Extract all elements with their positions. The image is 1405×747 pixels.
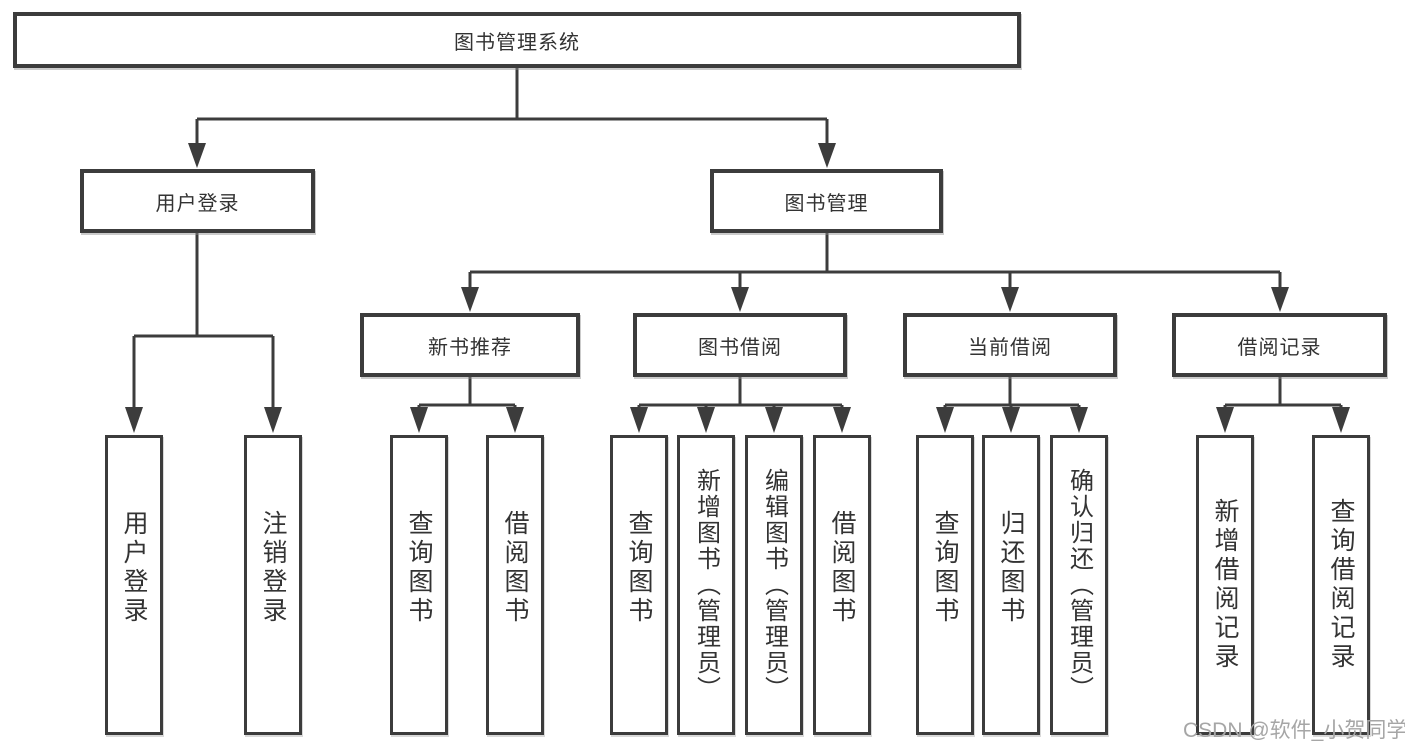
leaf-add-books-admin: 新增图书（管理员） [677, 435, 735, 735]
leaf-label: 查询图书 [625, 510, 653, 626]
node-book-borrowing: 图书借阅 [633, 313, 847, 377]
leaf-borrow-books-borrow: 借阅图书 [813, 435, 871, 735]
leaf-return-books: 归还图书 [982, 435, 1040, 735]
leaf-label: 借阅图书 [501, 510, 529, 626]
csdn-watermark: CSDN @软件_小贺同学 [1183, 719, 1405, 742]
leaf-query-books-current: 查询图书 [916, 435, 974, 735]
node-borrowing-records: 借阅记录 [1172, 313, 1387, 377]
leaf-label: 查询图书 [405, 510, 433, 626]
node-label: 图书管理 [784, 192, 869, 215]
leaf-borrow-books-newbook: 借阅图书 [486, 435, 544, 735]
node-new-book-recommendation: 新书推荐 [360, 313, 580, 377]
leaf-label: 查询借阅记录 [1327, 498, 1355, 672]
node-label: 图书借阅 [698, 336, 782, 359]
leaf-label: 编辑图书（管理员） [760, 468, 788, 702]
node-label: 借阅记录 [1237, 336, 1322, 359]
leaf-label: 新增借阅记录 [1211, 498, 1239, 672]
node-label: 用户登录 [155, 192, 240, 215]
leaf-label: 用户登录 [120, 510, 148, 626]
leaf-query-books-newbook: 查询图书 [390, 435, 448, 735]
node-label: 当前借阅 [968, 336, 1052, 359]
leaf-edit-books-admin: 编辑图书（管理员） [745, 435, 803, 735]
leaf-label: 查询图书 [931, 510, 959, 626]
leaf-label: 新增图书（管理员） [692, 468, 720, 702]
leaf-confirm-return-admin: 确认归还（管理员） [1050, 435, 1108, 735]
node-user-login: 用户登录 [80, 169, 315, 233]
leaf-logout: 注销登录 [244, 435, 302, 735]
leaf-label: 注销登录 [259, 510, 287, 626]
leaf-query-books-borrow: 查询图书 [610, 435, 668, 735]
leaf-user-login: 用户登录 [105, 435, 163, 735]
leaf-add-borrow-record: 新增借阅记录 [1196, 435, 1254, 735]
node-book-management: 图书管理 [710, 169, 943, 233]
leaf-label: 归还图书 [997, 510, 1025, 626]
node-library-management-system: 图书管理系统 [13, 12, 1021, 68]
leaf-label: 借阅图书 [828, 510, 856, 626]
node-current-borrowing: 当前借阅 [903, 313, 1117, 377]
node-label: 图书管理系统 [454, 31, 580, 54]
node-label: 新书推荐 [428, 336, 512, 359]
leaf-query-borrow-record: 查询借阅记录 [1312, 435, 1370, 735]
leaf-label: 确认归还（管理员） [1065, 468, 1093, 702]
